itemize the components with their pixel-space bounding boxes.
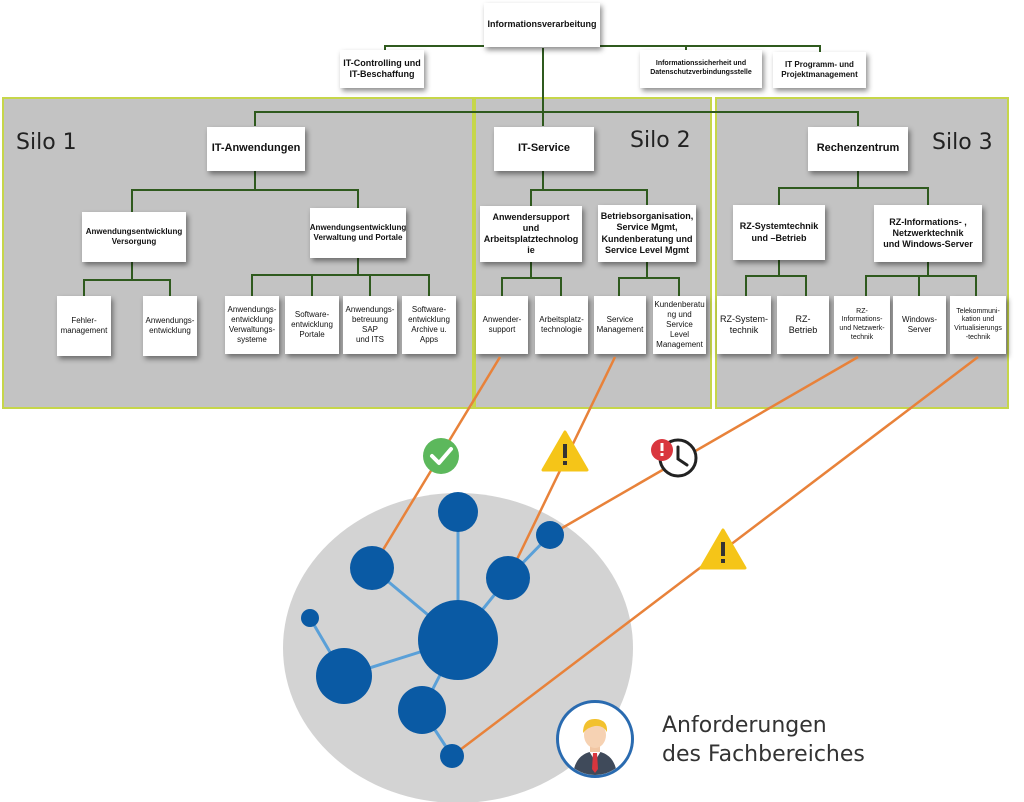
silo2-leaf-label: Service Management [596,315,644,334]
silo3-leaf-box: RZ-System- technik [717,296,771,354]
network-node [440,744,464,768]
network-node [438,492,478,532]
root-label: Informationsverarbeitung [487,19,597,30]
silo1-leaf-box: Anwendungs- entwicklung [143,296,197,356]
silo2-leaf-box: Arbeitsplatz- technologie [535,296,588,354]
silo3-head-label: Rechenzentrum [816,142,900,155]
silo3-leaf-label: RZ- Betrieb [788,313,818,335]
silo2-leaf-label: Kundenberatu ng und Service Level Manage… [654,300,705,349]
silo3-leaf-label: Telekommuni- kation und Virtualisierungs… [954,307,1002,341]
silo3-leaf-box: RZ- Betrieb [777,296,829,354]
silo2-leaf-box: Service Management [594,296,646,354]
silo-1-label: Silo 1 [16,130,77,155]
silo1-leaf-label: Software- entwicklung Portale [291,310,333,339]
silo1-leaf-box: Anwendungs- entwicklung Verwaltungs- sys… [225,296,279,354]
silo2-leaf-box: Anwender- support [476,296,528,354]
network-node [316,648,372,704]
silo-2-label: Silo 2 [630,128,691,153]
silo1-group-a-label: Anwendungsentwicklung Versorgung [85,227,183,246]
projects-label: IT Programm- und Projektmanagement [781,60,858,79]
silo3-group-a-label: RZ-Systemtechnik und –Betrieb [739,221,819,243]
silo3-leaf-box: Telekommuni- kation und Virtualisierungs… [950,296,1006,354]
silo2-leaf-label: Anwender- support [482,315,522,334]
warning-icon [699,528,747,570]
silo1-group-b-box: Anwendungsentwicklung Verwaltung und Por… [310,208,406,258]
user-avatar-icon [556,700,634,778]
silo2-group-b-box: Betriebsorganisation, Service Mgmt, Kund… [598,205,696,262]
it-controlling-box: IT-Controlling und IT-Beschaffung [340,50,424,88]
silo3-group-b-label: RZ-Informations- , Netzwerktechnik und W… [883,216,973,250]
silo3-leaf-label: RZ-System- technik [720,313,768,335]
silo1-leaf-box: Software- entwicklung Archive u. Apps [402,296,456,354]
silo1-leaf-label: Software- entwicklung Archive u. Apps [408,305,450,344]
projects-box: IT Programm- und Projektmanagement [773,52,866,88]
network-node [536,521,564,549]
silo1-leaf-label: Anwendungs- entwicklung Verwaltungs- sys… [227,305,277,344]
silo1-head-box: IT-Anwendungen [207,127,305,171]
silo3-group-a-box: RZ-Systemtechnik und –Betrieb [733,205,825,260]
network-hub-node [418,600,498,680]
silo1-head-label: IT-Anwendungen [211,142,301,155]
silo3-leaf-label: RZ- Informations- und Netzwerk- technik [839,307,885,341]
silo1-leaf-box: Anwendungs- betreuung SAP und ITS [343,296,397,354]
silo2-group-a-label: Anwendersupport und Arbeitsplatztechnolo… [483,211,579,256]
silo2-head-label: IT-Service [518,142,570,155]
network-node [350,546,394,590]
silo2-group-b-label: Betriebsorganisation, Service Mgmt, Kund… [600,211,694,255]
silo1-leaf-box: Fehler- management [57,296,111,356]
silo1-leaf-box: Software- entwicklung Portale [285,296,339,354]
security-label: Informationssicherheit und Datenschutzve… [650,60,752,76]
silo2-head-box: IT-Service [494,127,594,171]
silo3-leaf-box: Windows- Server [893,296,946,354]
clock-alert-icon [651,438,698,478]
silo3-leaf-box: RZ- Informations- und Netzwerk- technik [834,296,890,354]
silo1-leaf-label: Anwendungs- betreuung SAP und ITS [345,305,395,344]
silo2-leaf-label: Arbeitsplatz- technologie [539,315,584,334]
link-rz-netzwerk [549,355,859,537]
silo2-leaf-box: Kundenberatu ng und Service Level Manage… [653,296,706,354]
check-icon [423,438,459,474]
silo3-leaf-label: Windows- Server [901,315,938,334]
network-node [301,609,319,627]
silo-3-label: Silo 3 [932,130,993,155]
network-node [486,556,530,600]
silo3-head-box: Rechenzentrum [808,127,908,171]
warning-icon [541,430,589,472]
network-node [398,686,446,734]
security-box: Informationssicherheit und Datenschutzve… [640,50,762,88]
silo3-group-b-box: RZ-Informations- , Netzwerktechnik und W… [874,205,982,262]
silo1-leaf-label: Anwendungs- entwicklung [145,316,195,335]
caption-fachbereich: Anforderungen des Fachbereiches [662,713,865,767]
silo1-group-b-label: Anwendungsentwicklung Verwaltung und Por… [309,223,407,242]
root-box: Informationsverarbeitung [484,3,600,47]
silo1-leaf-label: Fehler- management [60,316,108,335]
silo1-group-a-box: Anwendungsentwicklung Versorgung [82,212,186,262]
silo2-group-a-box: Anwendersupport und Arbeitsplatztechnolo… [480,206,582,262]
it-controlling-label: IT-Controlling und IT-Beschaffung [343,57,421,79]
